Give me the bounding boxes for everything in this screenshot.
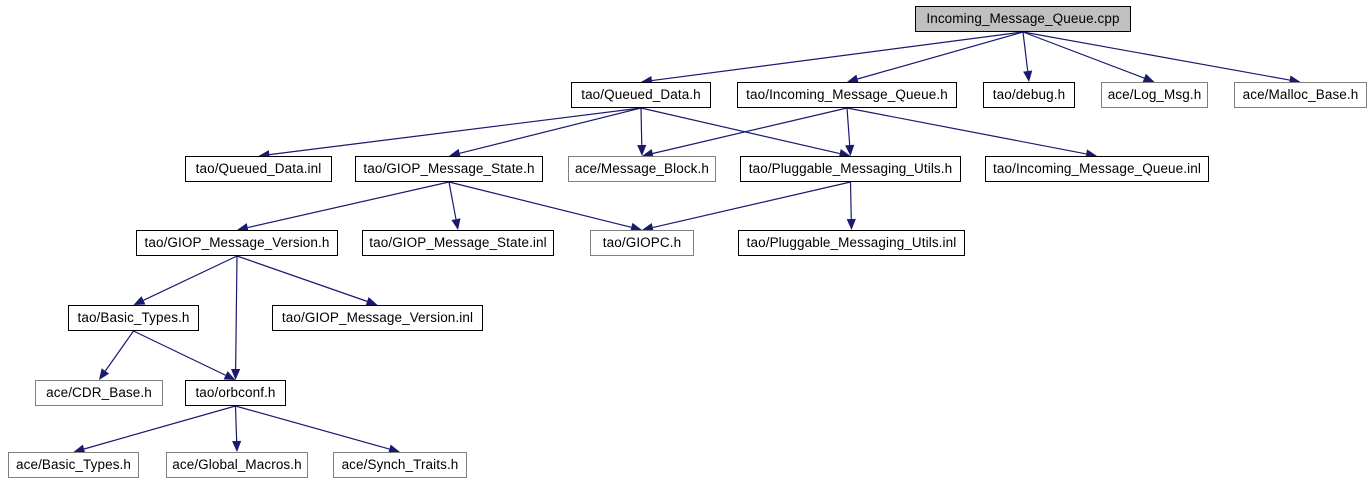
graph-edge — [133, 330, 226, 376]
graph-node-label: tao/debug.h — [992, 87, 1066, 103]
graph-edge — [448, 181, 457, 220]
graph-edge — [448, 181, 632, 228]
graph-node-label: ace/Global_Macros.h — [172, 457, 302, 473]
graph-node-label: tao/GIOP_Message_State.h — [363, 161, 535, 177]
graph-node-label: tao/GIOP_Message_Version.h — [144, 235, 330, 251]
graph-edge — [234, 405, 238, 442]
graph-node[interactable]: tao/Pluggable_Messaging_Utils.h — [740, 156, 961, 182]
graph-edge — [459, 107, 642, 154]
graph-edge — [640, 107, 840, 155]
graph-edge-arrowhead — [845, 144, 855, 156]
graph-edge — [1022, 31, 1290, 81]
graph-node[interactable]: ace/Log_Msg.h — [1101, 82, 1208, 108]
graph-node[interactable]: ace/Malloc_Base.h — [1234, 82, 1367, 108]
graph-edge — [235, 405, 390, 450]
graph-node-label: tao/Queued_Data.inl — [195, 161, 322, 177]
graph-edge — [857, 31, 1024, 80]
graph-edge — [640, 107, 643, 146]
graph-edge-arrowhead — [133, 296, 146, 305]
graph-edge — [846, 107, 1087, 155]
graph-node[interactable]: tao/GIOP_Message_Version.inl — [272, 305, 483, 331]
graph-node-label: tao/Incoming_Message_Queue.h — [746, 87, 948, 103]
graph-edge — [651, 31, 1024, 82]
graph-node[interactable]: tao/GIOP_Message_Version.h — [136, 230, 338, 256]
graph-node-label: tao/Queued_Data.h — [581, 87, 701, 103]
graph-edge-arrowhead — [451, 218, 461, 230]
graph-edge-arrowhead — [846, 218, 856, 230]
graph-node[interactable]: ace/Basic_Types.h — [8, 452, 139, 478]
graph-edge — [104, 330, 134, 372]
graph-edge — [236, 255, 368, 302]
graph-edge — [846, 107, 851, 146]
graph-edge-arrowhead — [223, 371, 236, 380]
graph-edge-arrowhead — [231, 368, 241, 380]
graph-node-label: ace/CDR_Base.h — [46, 385, 152, 401]
graph-edge — [247, 181, 450, 229]
graph-node[interactable]: tao/Incoming_Message_Queue.h — [737, 82, 957, 108]
graph-edge — [652, 107, 848, 155]
graph-edge-arrowhead — [232, 440, 242, 452]
graph-node[interactable]: tao/Queued_Data.h — [571, 82, 711, 108]
graph-node-label: tao/Basic_Types.h — [77, 310, 190, 326]
graph-node[interactable]: ace/Message_Block.h — [568, 156, 716, 182]
graph-node[interactable]: ace/CDR_Base.h — [35, 380, 163, 406]
graph-edge — [83, 405, 236, 450]
graph-edge — [1022, 31, 1029, 72]
graph-node-label: tao/Pluggable_Messaging_Utils.inl — [746, 235, 957, 251]
graph-node-label: tao/Pluggable_Messaging_Utils.h — [748, 161, 953, 177]
graph-node-label: ace/Basic_Types.h — [16, 457, 132, 473]
graph-edge — [143, 255, 238, 301]
graph-edge-arrowhead — [637, 144, 647, 156]
graph-node-label: ace/Message_Block.h — [575, 161, 709, 177]
graph-node[interactable]: ace/Synch_Traits.h — [333, 452, 467, 478]
graph-edge — [1022, 31, 1145, 79]
graph-node[interactable]: tao/Queued_Data.inl — [185, 156, 332, 182]
graph-node[interactable]: tao/orbconf.h — [185, 380, 286, 406]
graph-edge-arrowhead — [1023, 70, 1033, 82]
graph-node-label: tao/GIOPC.h — [602, 235, 682, 251]
graph-edge — [652, 181, 851, 229]
graph-node-label: Incoming_Message_Queue.cpp — [926, 11, 1120, 27]
graph-node[interactable]: tao/Incoming_Message_Queue.inl — [985, 156, 1209, 182]
graph-node-label: ace/Malloc_Base.h — [1242, 87, 1359, 103]
graph-node-label: tao/GIOP_Message_State.inl — [369, 235, 547, 251]
graph-node[interactable]: tao/Pluggable_Messaging_Utils.inl — [738, 230, 965, 256]
graph-node-label: tao/Incoming_Message_Queue.inl — [993, 161, 1201, 177]
graph-node-label: ace/Log_Msg.h — [1107, 87, 1202, 103]
graph-node-label: tao/GIOP_Message_Version.inl — [281, 310, 474, 326]
graph-node-label: ace/Synch_Traits.h — [341, 457, 459, 473]
graph-node[interactable]: tao/GIOPC.h — [590, 230, 694, 256]
graph-node-root[interactable]: Incoming_Message_Queue.cpp — [915, 6, 1131, 32]
graph-edge — [849, 181, 852, 220]
graph-node[interactable]: tao/debug.h — [983, 82, 1075, 108]
graph-node[interactable]: tao/Basic_Types.h — [68, 305, 199, 331]
graph-node[interactable]: ace/Global_Macros.h — [166, 452, 308, 478]
graph-edge — [269, 107, 642, 156]
graph-edge-arrowhead — [99, 368, 110, 380]
graph-node[interactable]: tao/GIOP_Message_State.inl — [362, 230, 554, 256]
graph-edge — [235, 255, 238, 370]
graph-node-label: tao/orbconf.h — [195, 385, 276, 401]
graph-node[interactable]: tao/GIOP_Message_State.h — [355, 156, 543, 182]
